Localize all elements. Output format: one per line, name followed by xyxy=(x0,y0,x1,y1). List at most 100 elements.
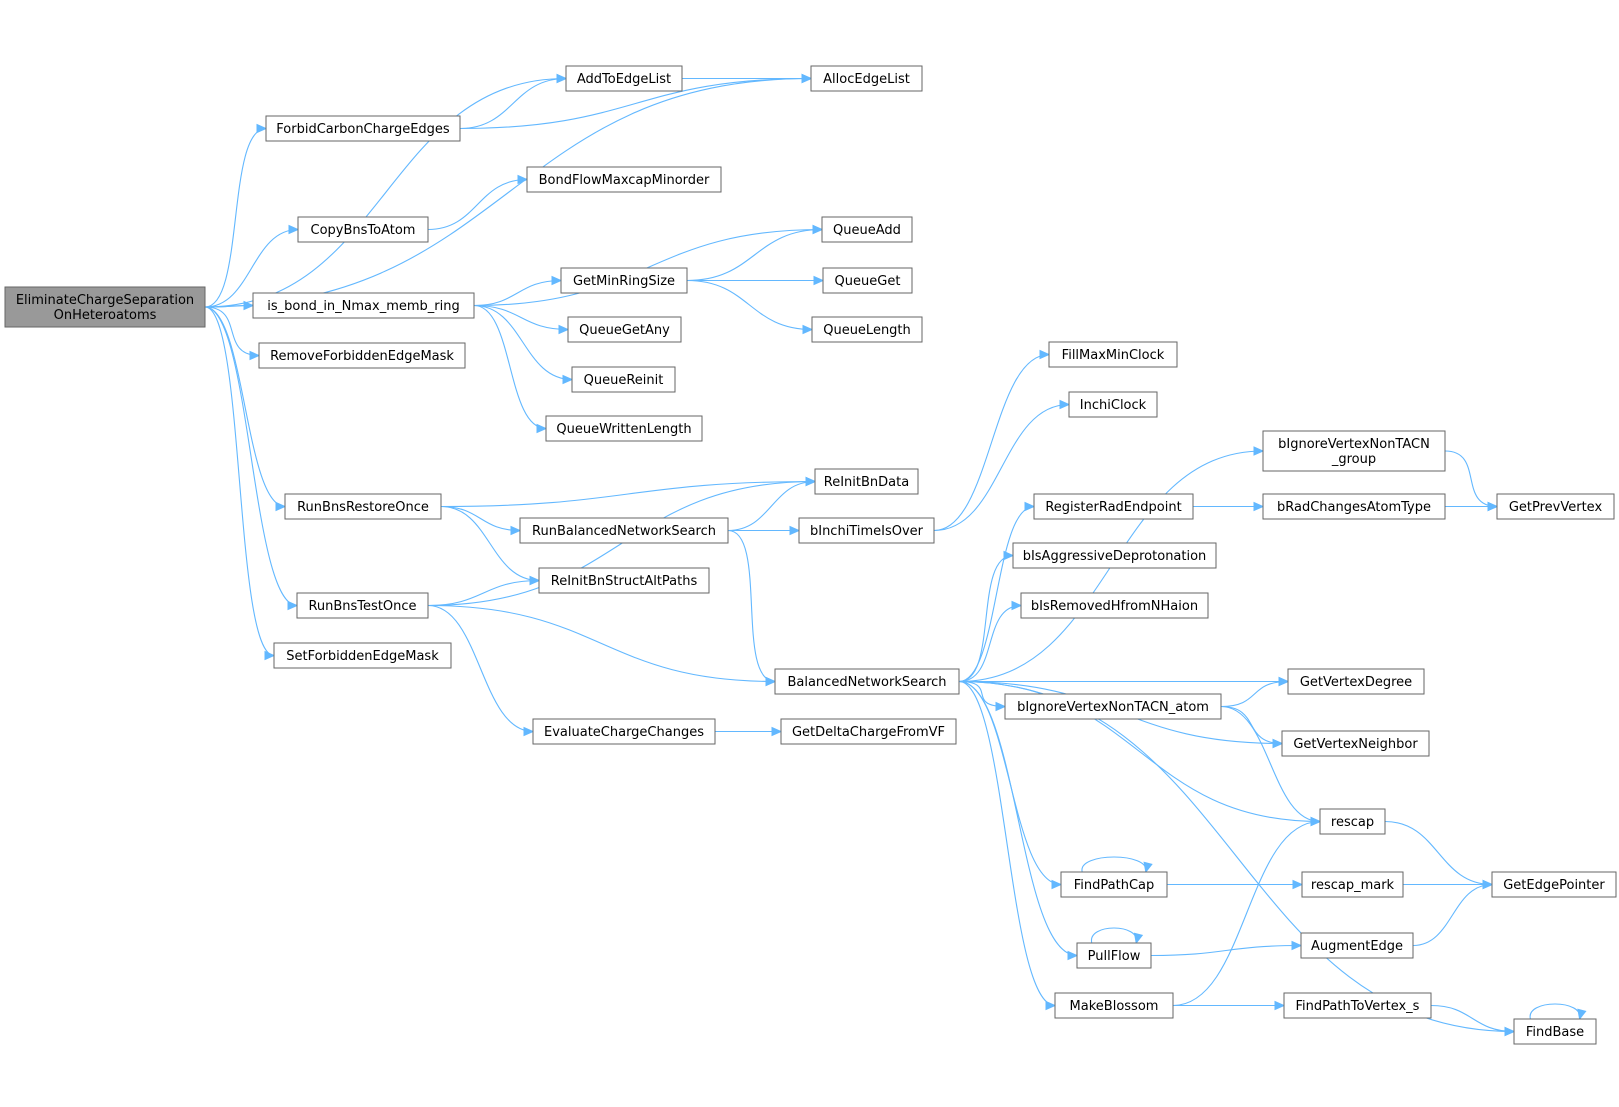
node-bIsAggressiveDeprotonation[interactable]: bIsAggressiveDeprotonation xyxy=(1012,542,1217,569)
node-bIsRemovedHfromNHaion[interactable]: bIsRemovedHfromNHaion xyxy=(1020,592,1209,619)
node-label: GetMinRingSize xyxy=(573,274,675,289)
node-QueueGetAny[interactable]: QueueGetAny xyxy=(567,316,682,343)
node-box xyxy=(798,517,935,544)
node-box xyxy=(821,216,913,243)
edge-RunBnsTestOnce-to-BalancedNetworkSearch xyxy=(427,604,777,687)
edge-GetMinRingSize-to-QueueAdd xyxy=(686,224,824,282)
node-InchiClock[interactable]: InchiClock xyxy=(1068,391,1158,418)
node-box xyxy=(1283,992,1432,1019)
node-RemoveForbiddenEdgeMask[interactable]: RemoveForbiddenEdgeMask xyxy=(258,342,466,369)
edge-EvaluateChargeChanges-to-GetDeltaChargeFromVF xyxy=(715,726,783,737)
edge-CopyBnsToAtom-to-BondFlowMaxcapMinorder xyxy=(427,174,529,231)
node-QueueReinit[interactable]: QueueReinit xyxy=(571,366,676,393)
node-label: bInchiTimeIsOver xyxy=(810,524,924,539)
node-box xyxy=(565,65,683,92)
node-label: FillMaxMinClock xyxy=(1062,348,1165,363)
edge-PullFlow-to-PullFlow xyxy=(1091,927,1144,945)
node-FindBase[interactable]: FindBase xyxy=(1513,1018,1597,1045)
node-QueueLength[interactable]: QueueLength xyxy=(811,316,923,343)
node-label: EvaluateChargeChanges xyxy=(544,725,704,740)
node-GetEdgePointer[interactable]: GetEdgePointer xyxy=(1491,871,1617,898)
node-box xyxy=(1076,942,1152,969)
node-MakeBlossom[interactable]: MakeBlossom xyxy=(1054,992,1174,1019)
node-GetDeltaChargeFromVF[interactable]: GetDeltaChargeFromVF xyxy=(780,718,957,745)
node-box xyxy=(814,468,919,495)
node-box xyxy=(1012,542,1217,569)
edge-RunBnsRestoreOnce-to-ReInitBnData xyxy=(440,476,817,508)
node-AugmentEdge[interactable]: AugmentEdge xyxy=(1300,932,1414,959)
node-label: CopyBnsToAtom xyxy=(311,223,416,238)
edge-BalancedNetworkSearch-to-FindBase xyxy=(958,680,1516,1037)
node-BondFlowMaxcapMinorder[interactable]: BondFlowMaxcapMinorder xyxy=(526,166,722,193)
node-box xyxy=(258,342,466,369)
node-ReInitBnStructAltPaths[interactable]: ReInitBnStructAltPaths xyxy=(538,567,710,594)
edge-FindPathCap-to-FindPathCap xyxy=(1081,856,1153,874)
edge-bIgnoreVertexNonTACN_atom-to-GetVertexDegree xyxy=(1220,676,1290,708)
node-PullFlow[interactable]: PullFlow xyxy=(1076,942,1152,969)
edge-RunBnsRestoreOnce-to-RunBalancedNetworkSearch xyxy=(440,505,522,536)
node-box xyxy=(1287,668,1425,695)
node-GetVertexDegree[interactable]: GetVertexDegree xyxy=(1287,668,1425,695)
node-EvaluateChargeChanges[interactable]: EvaluateChargeChanges xyxy=(532,718,716,745)
node-RegisterRadEndpoint[interactable]: RegisterRadEndpoint xyxy=(1033,493,1194,520)
node-box xyxy=(571,366,676,393)
node-ForbidCarbonChargeEdges[interactable]: ForbidCarbonChargeEdges xyxy=(265,115,461,142)
node-label: EliminateChargeSeparation xyxy=(16,293,194,308)
node-RunBnsTestOnce[interactable]: RunBnsTestOnce xyxy=(296,592,429,619)
node-label: RunBalancedNetworkSearch xyxy=(532,524,716,539)
node-label: MakeBlossom xyxy=(1070,999,1159,1014)
node-label: GetEdgePointer xyxy=(1503,878,1605,893)
edge-GetMinRingSize-to-QueueLength xyxy=(686,279,814,335)
edge-GetMinRingSize-to-QueueGet xyxy=(687,275,825,286)
edge-BalancedNetworkSearch-to-RegisterRadEndpoint xyxy=(958,501,1036,683)
node-QueueGet[interactable]: QueueGet xyxy=(822,267,913,294)
node-FindPathToVertex_s[interactable]: FindPathToVertex_s xyxy=(1283,992,1432,1019)
edge-BalancedNetworkSearch-to-bIsRemovedHfromNHaion xyxy=(958,600,1023,683)
node-bInchiTimeIsOver[interactable]: bInchiTimeIsOver xyxy=(798,517,935,544)
node-QueueWrittenLength[interactable]: QueueWrittenLength xyxy=(545,415,703,442)
node-RunBnsRestoreOnce[interactable]: RunBnsRestoreOnce xyxy=(284,493,442,520)
edge-MakeBlossom-to-FindPathToVertex_s xyxy=(1172,1000,1286,1011)
edge-root-to-RunBnsRestoreOnce xyxy=(204,306,287,512)
node-label: QueueAdd xyxy=(833,223,901,238)
node-label: GetVertexDegree xyxy=(1300,675,1412,690)
node-label: GetPrevVertex xyxy=(1509,500,1603,515)
node-FillMaxMinClock[interactable]: FillMaxMinClock xyxy=(1048,341,1178,368)
node-BalancedNetworkSearch[interactable]: BalancedNetworkSearch xyxy=(774,668,960,695)
edge-BalancedNetworkSearch-to-bIgnoreVertexNonTACN_atom xyxy=(958,680,1007,712)
edge-bRadChangesAtomType-to-GetPrevVertex xyxy=(1445,501,1499,512)
node-box xyxy=(526,166,722,193)
node-label: GetVertexNeighbor xyxy=(1293,737,1418,752)
node-bRadChangesAtomType[interactable]: bRadChangesAtomType xyxy=(1262,493,1446,520)
node-bIgnoreVertexNonTACN_atom[interactable]: bIgnoreVertexNonTACN_atom xyxy=(1004,693,1222,720)
node-SetForbiddenEdgeMask[interactable]: SetForbiddenEdgeMask xyxy=(273,642,452,669)
edge-MakeBlossom-to-rescap xyxy=(1172,816,1322,1007)
node-box xyxy=(1513,1018,1597,1045)
node-label: AddToEdgeList xyxy=(577,72,671,87)
node-CopyBnsToAtom[interactable]: CopyBnsToAtom xyxy=(297,216,429,243)
node-AddToEdgeList[interactable]: AddToEdgeList xyxy=(565,65,683,92)
node-GetMinRingSize[interactable]: GetMinRingSize xyxy=(560,267,688,294)
node-bIgnoreVertexNonTACN_group[interactable]: bIgnoreVertexNonTACN_group xyxy=(1262,430,1446,472)
node-GetVertexNeighbor[interactable]: GetVertexNeighbor xyxy=(1281,730,1430,757)
node-RunBalancedNetworkSearch[interactable]: RunBalancedNetworkSearch xyxy=(519,517,729,544)
edge-root-to-AddToEdgeList xyxy=(204,73,568,308)
node-GetPrevVertex[interactable]: GetPrevVertex xyxy=(1496,493,1615,520)
node-rescap_mark[interactable]: rescap_mark xyxy=(1301,871,1404,898)
node-ReInitBnData[interactable]: ReInitBnData xyxy=(814,468,919,495)
node-box xyxy=(273,642,452,669)
node-rescap[interactable]: rescap xyxy=(1319,808,1386,835)
edge-RunBnsTestOnce-to-EvaluateChargeChanges xyxy=(427,604,535,737)
node-box xyxy=(560,267,688,294)
node-QueueAdd[interactable]: QueueAdd xyxy=(821,216,913,243)
node-label: GetDeltaChargeFromVF xyxy=(792,725,945,740)
node-label: BondFlowMaxcapMinorder xyxy=(539,173,710,188)
node-AllocEdgeList[interactable]: AllocEdgeList xyxy=(810,65,923,92)
edge-BalancedNetworkSearch-to-PullFlow xyxy=(958,680,1079,961)
edge-root-to-ForbidCarbonChargeEdges xyxy=(204,123,268,308)
node-FindPathCap[interactable]: FindPathCap xyxy=(1060,871,1168,898)
node-label: RunBnsRestoreOnce xyxy=(297,500,429,515)
edge-ForbidCarbonChargeEdges-to-AllocEdgeList xyxy=(459,73,813,130)
node-is_bond_in_Nmax_memb_ring[interactable]: is_bond_in_Nmax_memb_ring xyxy=(252,292,475,319)
